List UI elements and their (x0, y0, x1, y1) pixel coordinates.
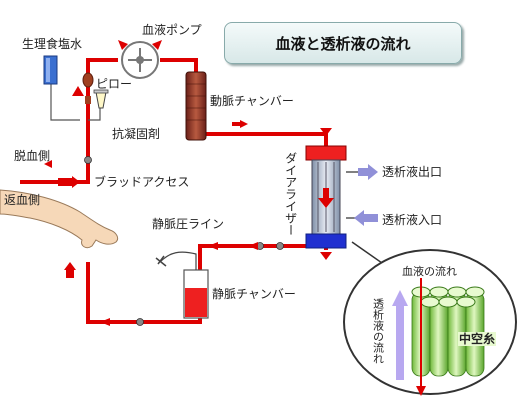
patient-arm-icon (0, 189, 119, 249)
dialyzer-label: ダイアライザー (283, 152, 298, 236)
anticoagulant-syringe-icon (93, 89, 109, 109)
pillow-label: ピロー (96, 77, 133, 91)
venous-chamber-label: 静脈チャンバー (212, 287, 296, 301)
dialysate-outlet-label: 透析液出口 (382, 165, 443, 179)
saline-bag (43, 55, 58, 85)
dialyzer (305, 145, 358, 249)
dialysate-flow-arrow (392, 290, 408, 380)
venous-pressure-line-label: 静脈圧ライン (152, 217, 225, 231)
blood-pump-icon (118, 40, 162, 79)
blood-flow-label: 血液の流れ (402, 265, 457, 278)
venous-pressure-line (159, 251, 197, 270)
arterial-chamber-label: 動脈チャンバー (210, 94, 294, 108)
anticoagulant-line (88, 108, 101, 121)
dialysate-flow-label: 透析液の流れ (371, 298, 385, 364)
blood-return-label: 返血側 (4, 193, 41, 207)
venous-chamber (183, 269, 209, 319)
saline-line (50, 84, 80, 121)
dialysate-inlet-arrow (354, 210, 378, 226)
blood-pump-label: 血液ポンプ (142, 23, 202, 37)
saline-label: 生理食塩水 (22, 37, 83, 51)
line-connectors (84, 156, 284, 326)
dialysate-outlet-arrow (358, 164, 378, 180)
flow-arrows (44, 86, 332, 326)
anticoagulant-label: 抗凝固剤 (112, 127, 161, 141)
hollow-fiber-label: 中空糸 (458, 332, 497, 346)
diagram-title: 血液と透析液の流れ (224, 22, 462, 64)
dialysate-inlet-label: 透析液入口 (382, 213, 443, 227)
blood-removal-label: 脱血側 (14, 149, 51, 163)
blood-flow-arrow (416, 278, 426, 396)
blood-access-label: ブラッドアクセス (94, 175, 190, 189)
pressure-line-clamp-icon (155, 255, 167, 267)
arterial-chamber (185, 71, 207, 141)
pillow (82, 72, 94, 104)
